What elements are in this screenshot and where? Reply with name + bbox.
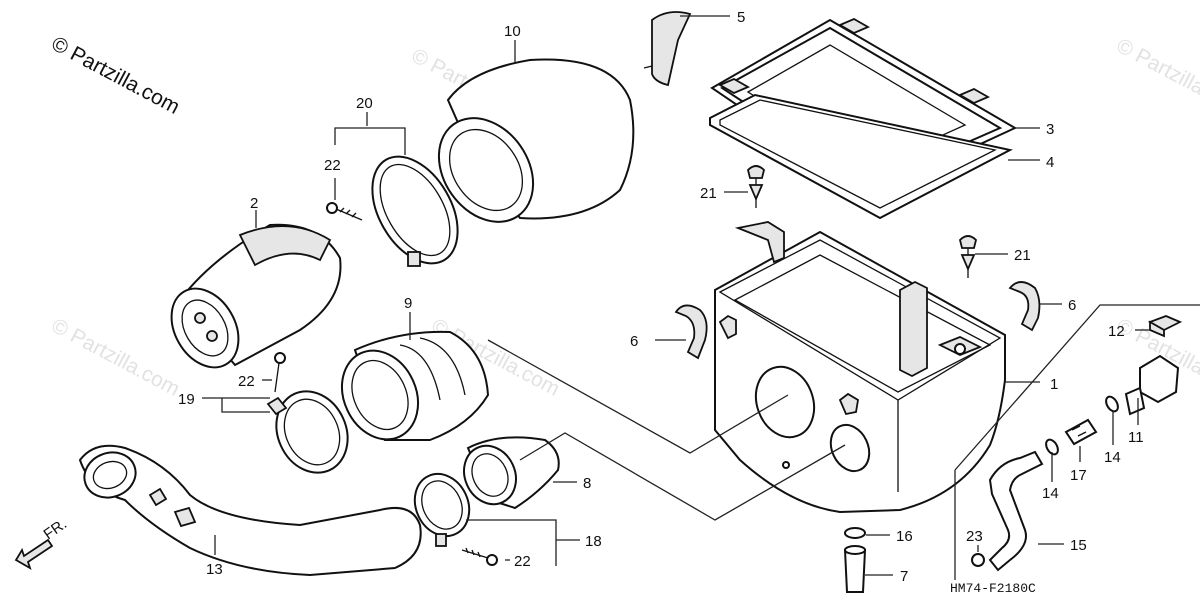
callout-7[interactable]: 7 — [900, 568, 908, 585]
inlet-joint[interactable] — [455, 436, 560, 513]
callout-14-right[interactable]: 14 — [1104, 449, 1121, 466]
copyright-text: © Partzilla.com — [48, 32, 184, 119]
cap-12[interactable] — [1147, 315, 1183, 338]
connecting-tube[interactable] — [328, 330, 490, 452]
front-direction-arrow: FR. — [14, 515, 71, 570]
callout-16[interactable]: 16 — [896, 528, 913, 545]
callout-12[interactable]: 12 — [1108, 323, 1125, 340]
callout-13[interactable]: 13 — [206, 561, 223, 578]
callout-21-lower[interactable]: 21 — [1014, 247, 1031, 264]
diagram-code: HM74-F2180C — [950, 581, 1036, 596]
clip-14-lower[interactable] — [1044, 438, 1061, 457]
callout-8[interactable]: 8 — [583, 475, 591, 492]
hose-clamp-6-left[interactable] — [674, 304, 708, 360]
callout-21-upper[interactable]: 21 — [700, 185, 717, 202]
air-filter-element[interactable] — [419, 58, 635, 240]
clip-23[interactable] — [971, 553, 985, 567]
screw-22-lower[interactable] — [461, 547, 498, 566]
callout-19[interactable]: 19 — [178, 391, 195, 408]
callout-22-upper[interactable]: 22 — [324, 157, 341, 174]
clip-16[interactable] — [844, 527, 866, 539]
leader-lines — [202, 15, 1150, 576]
clip-21-lower[interactable] — [959, 235, 977, 278]
callout-3[interactable]: 3 — [1046, 121, 1054, 138]
clip-21-upper[interactable] — [747, 165, 765, 208]
connector-17[interactable] — [1064, 418, 1098, 446]
screw-22-middle[interactable] — [274, 352, 286, 393]
callout-14-left[interactable]: 14 — [1042, 485, 1059, 502]
callout-6-right[interactable]: 6 — [1068, 297, 1076, 314]
callout-11[interactable]: 11 — [1128, 429, 1144, 446]
callout-labels: 1 2 3 4 5 6 6 7 8 9 10 11 12 13 14 14 15… — [178, 9, 1144, 585]
clamp-19[interactable] — [263, 380, 360, 485]
callout-9[interactable]: 9 — [404, 295, 412, 312]
callout-5[interactable]: 5 — [737, 9, 745, 26]
callout-2[interactable]: 2 — [250, 195, 258, 212]
clip-14-upper[interactable] — [1104, 395, 1121, 414]
screw-22-upper[interactable] — [326, 202, 363, 221]
callout-4[interactable]: 4 — [1046, 154, 1054, 171]
callout-17[interactable]: 17 — [1070, 467, 1087, 484]
assembly-bracket — [954, 304, 1200, 471]
callout-18[interactable]: 18 — [585, 533, 602, 550]
callout-1[interactable]: 1 — [1050, 376, 1058, 393]
callout-20[interactable]: 20 — [356, 95, 373, 112]
air-cleaner-gasket[interactable] — [709, 93, 1013, 220]
intake-tube[interactable] — [78, 444, 422, 577]
callout-22-middle[interactable]: 22 — [238, 373, 255, 390]
callout-23[interactable]: 23 — [966, 528, 983, 545]
callout-6-left[interactable]: 6 — [630, 333, 638, 350]
strap[interactable] — [643, 11, 692, 87]
callout-10[interactable]: 10 — [504, 23, 521, 40]
watermark-4: © Partzilla.com — [48, 314, 184, 401]
clamp-18[interactable] — [405, 465, 479, 547]
air-cleaner-case[interactable] — [714, 221, 1006, 514]
callout-22-lower[interactable]: 22 — [514, 553, 531, 570]
watermark-3: © Partzilla.com — [1113, 34, 1200, 121]
direction-label: FR. — [41, 515, 71, 543]
clamp-band-20[interactable] — [355, 142, 475, 278]
pre-filter-screen[interactable] — [158, 223, 342, 380]
drain-plug-7[interactable] — [843, 545, 867, 593]
drain-tube-15[interactable] — [988, 450, 1044, 572]
hose-clamp-6-right[interactable] — [1008, 281, 1041, 332]
callout-15[interactable]: 15 — [1070, 537, 1087, 554]
drain-tube-joint-11[interactable] — [1124, 354, 1180, 416]
